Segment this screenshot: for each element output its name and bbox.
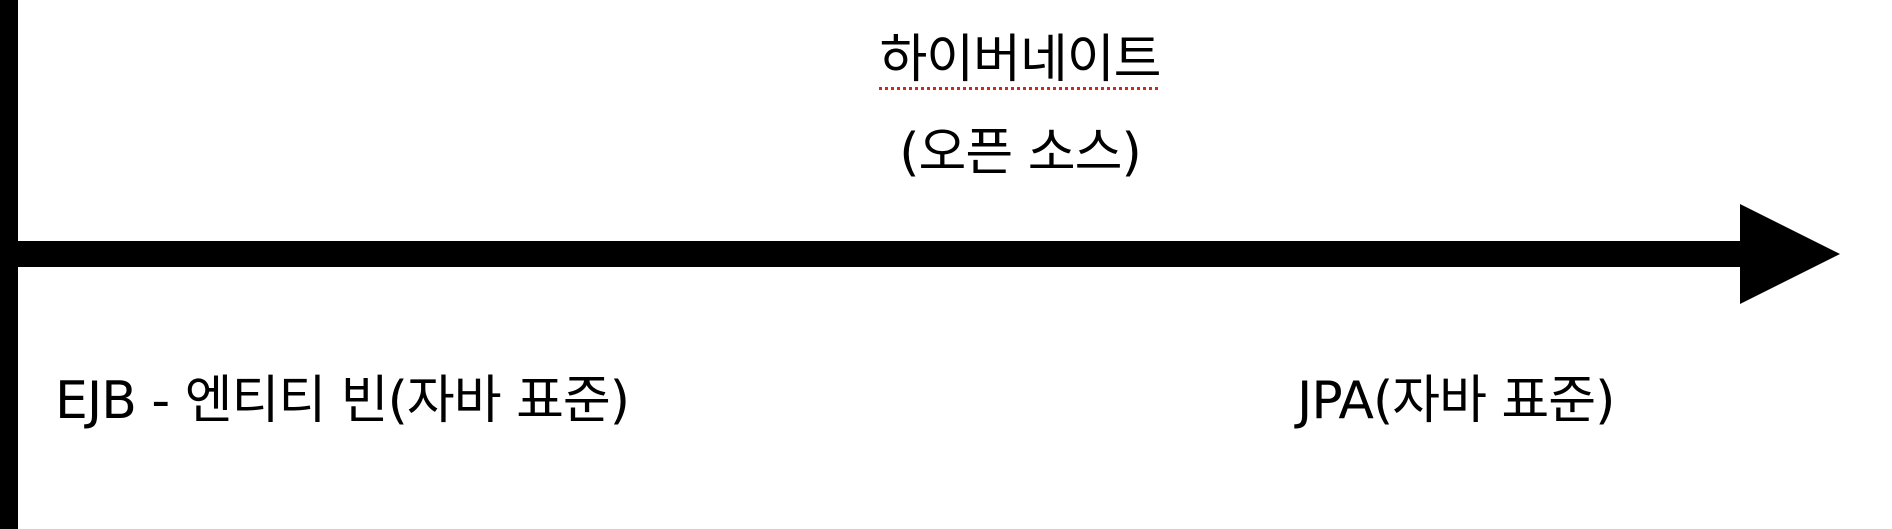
timeline-arrowhead	[1740, 204, 1840, 304]
hibernate-sublabel: (오픈 소스)	[899, 123, 1141, 183]
hibernate-label-text: 하이버네이트	[879, 30, 1161, 90]
hibernate-label: 하이버네이트	[0, 34, 1892, 86]
timeline-line	[18, 241, 1742, 267]
jpa-label: JPA(자바 표준)	[1297, 371, 1615, 431]
timeline-start-bar	[0, 0, 18, 529]
ejb-entity-bean-label: EJB - 엔티티 빈(자바 표준)	[55, 371, 630, 431]
